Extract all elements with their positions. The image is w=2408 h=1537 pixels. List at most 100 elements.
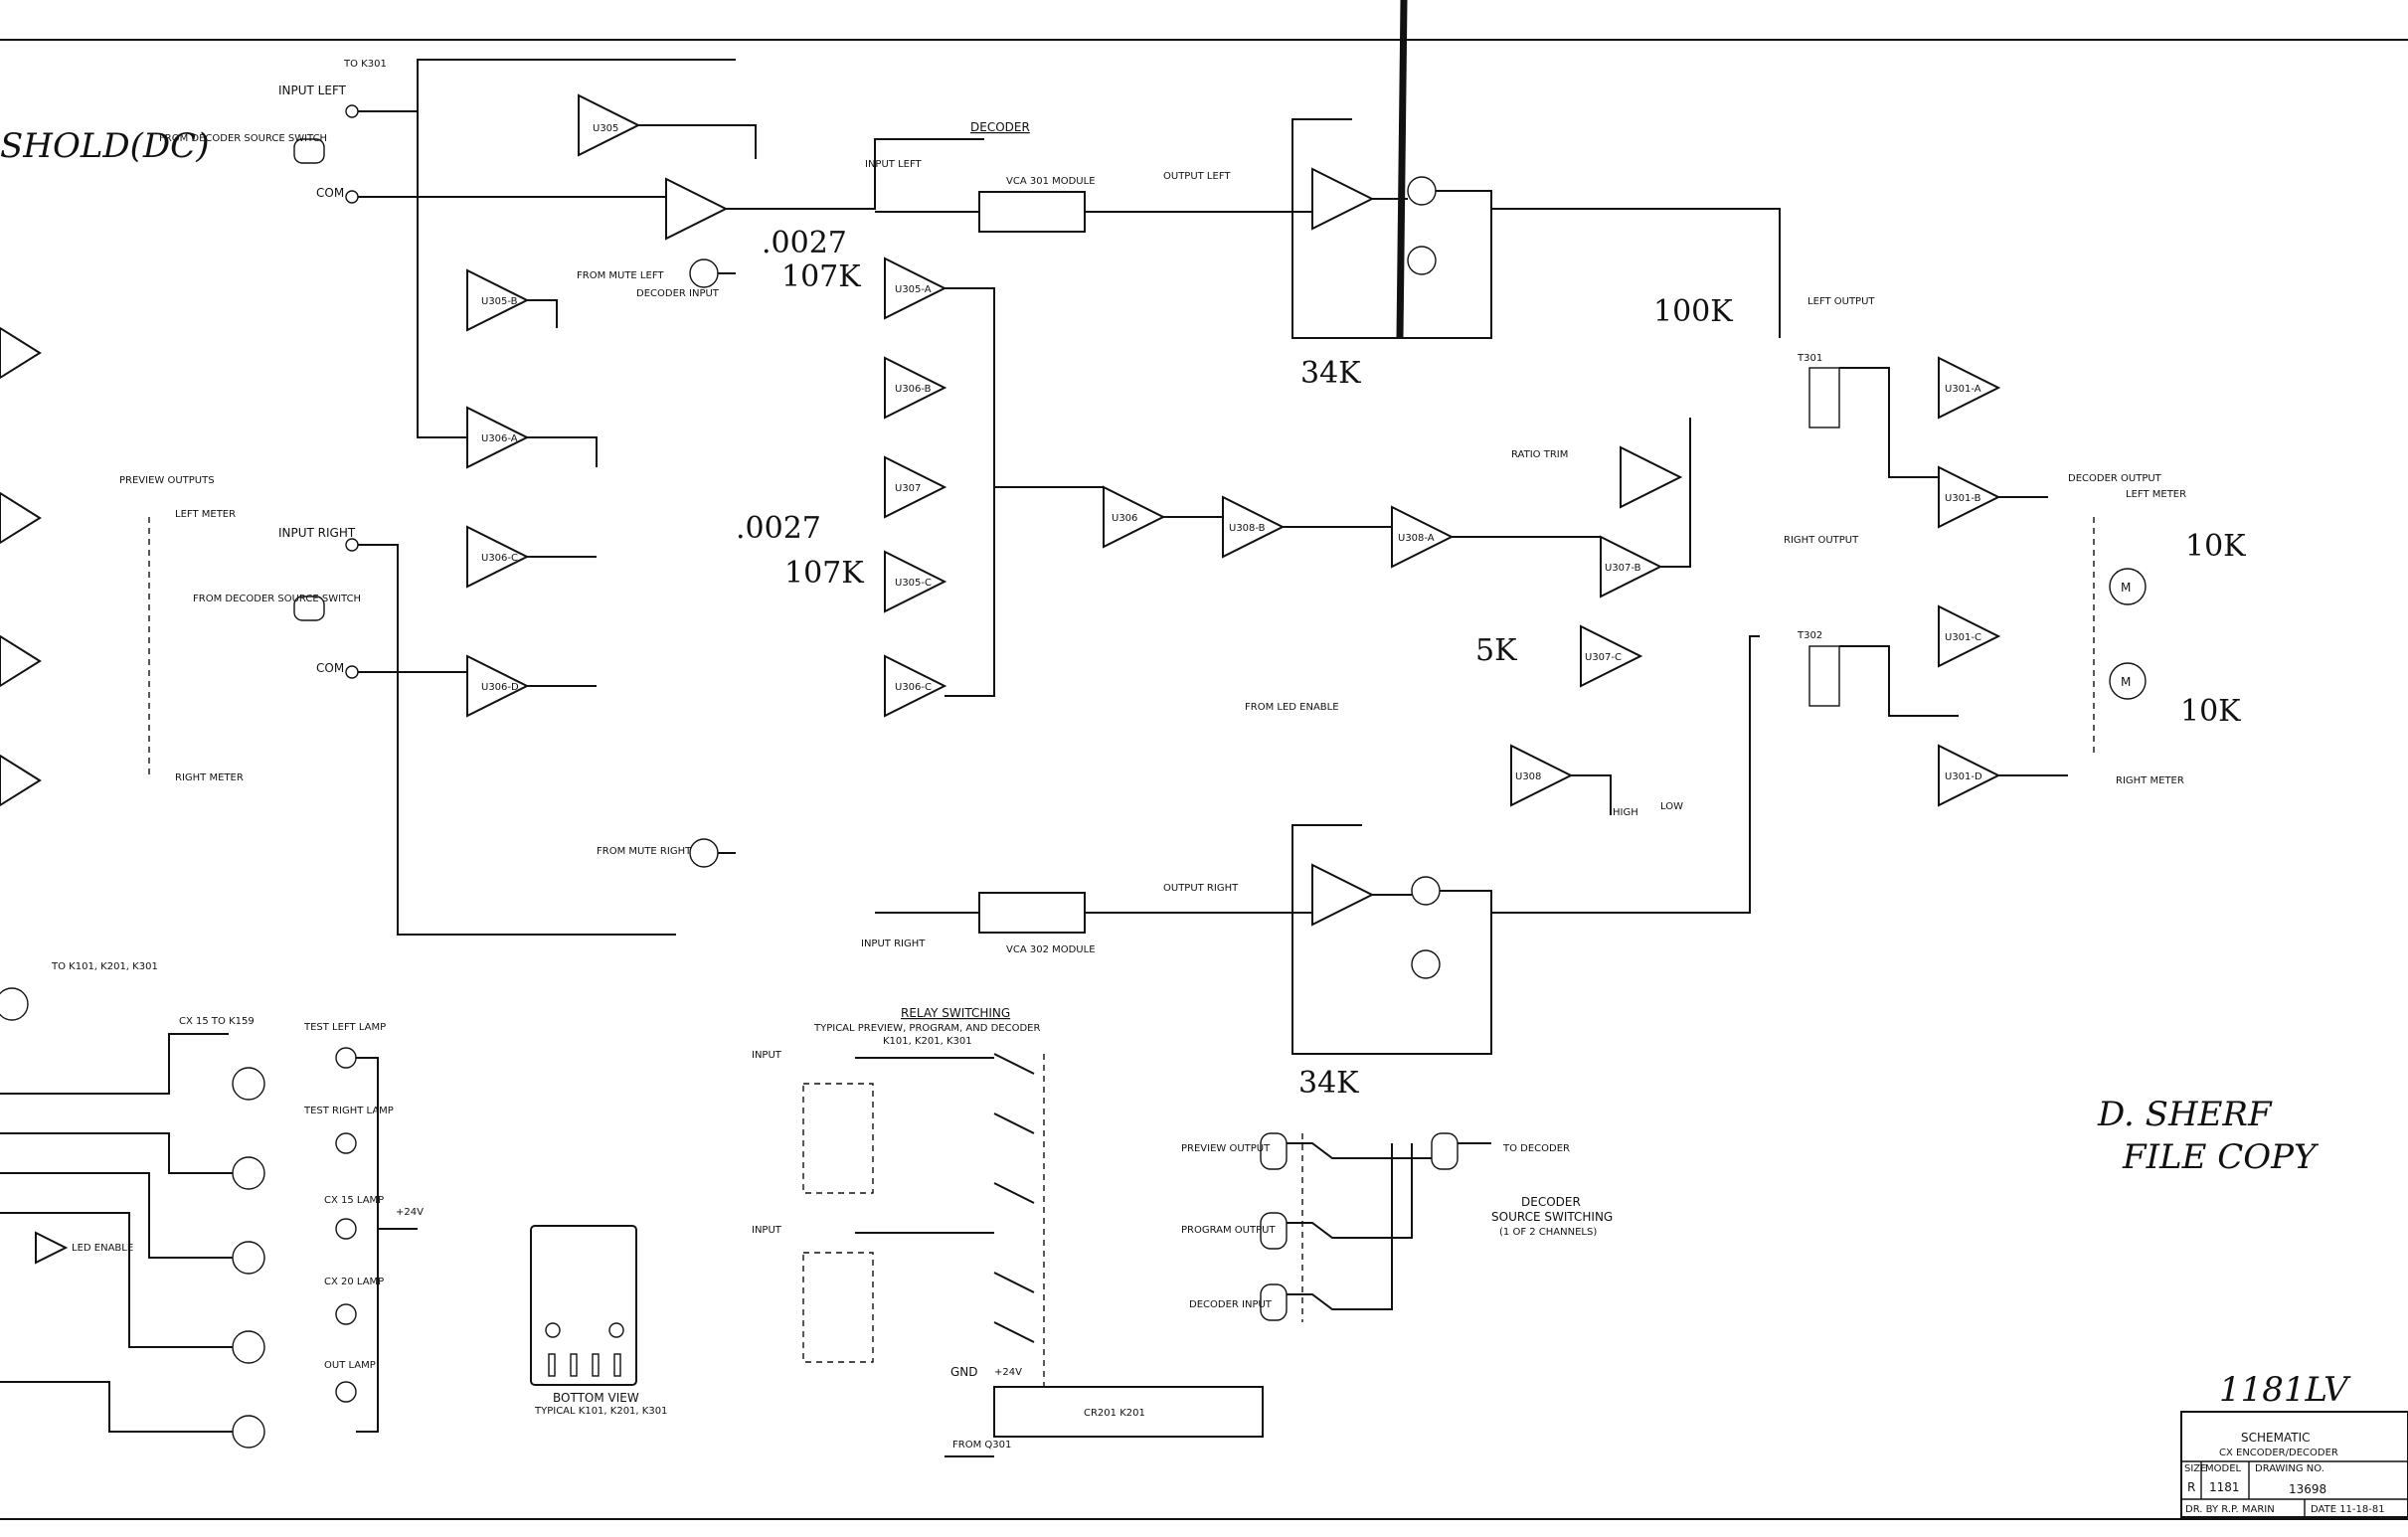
svg-text:INPUT RIGHT: INPUT RIGHT <box>861 939 926 949</box>
svg-text:U301-C: U301-C <box>1945 632 1981 643</box>
svg-text:U306-D: U306-D <box>481 682 519 693</box>
svg-text:LEFT METER: LEFT METER <box>2126 489 2186 500</box>
model-tag: 1181LV <box>2219 1370 2351 1410</box>
svg-text:U307-C: U307-C <box>1585 652 1622 663</box>
svg-text:COM: COM <box>316 661 344 675</box>
hand-5k: 5K <box>1475 633 1517 668</box>
svg-text:U301-A: U301-A <box>1945 384 1981 395</box>
svg-text:CX 20 LAMP: CX 20 LAMP <box>324 1277 384 1287</box>
svg-text:INPUT: INPUT <box>752 1050 782 1061</box>
svg-text:SCHEMATIC: SCHEMATIC <box>2241 1431 2310 1445</box>
relay-switching: INPUT INPUT GND +24V CR201 K201 FROM Q30… <box>752 1050 1264 1457</box>
svg-text:RATIO TRIM: RATIO TRIM <box>1511 449 1568 460</box>
relay-switching-heading: RELAY SWITCHING <box>901 1006 1010 1020</box>
svg-text:1181: 1181 <box>2209 1480 2240 1494</box>
hand-10k-bottom: 10K <box>2180 694 2241 729</box>
svg-text:M: M <box>2121 581 2131 595</box>
title-block: SCHEMATIC CX ENCODER/DECODER SIZE R MODE… <box>2180 1411 2408 1518</box>
svg-text:TO DECODER: TO DECODER <box>1502 1143 1570 1154</box>
bottom-view-heading: BOTTOM VIEW <box>553 1391 639 1405</box>
svg-text:DR. BY R.P. MARIN: DR. BY R.P. MARIN <box>2185 1504 2275 1515</box>
svg-text:U301-B: U301-B <box>1945 493 1981 504</box>
svg-text:13698: 13698 <box>2289 1482 2326 1496</box>
hand-cap-bottom: .0027 <box>736 511 821 546</box>
hand-34k-bottom: 34K <box>1298 1066 1359 1101</box>
svg-text:FROM Q301: FROM Q301 <box>952 1440 1011 1451</box>
svg-text:FROM LED ENABLE: FROM LED ENABLE <box>1245 702 1339 713</box>
svg-text:OUT LAMP: OUT LAMP <box>324 1360 376 1371</box>
svg-text:PREVIEW OUTPUT: PREVIEW OUTPUT <box>1181 1143 1271 1154</box>
svg-text:OUTPUT RIGHT: OUTPUT RIGHT <box>1163 883 1239 894</box>
lamp-drivers: TO K101, K201, K301 CX 15 TO K159 TEST L… <box>0 961 424 1449</box>
svg-text:U306: U306 <box>1112 513 1137 524</box>
svg-text:LEFT METER: LEFT METER <box>175 509 236 520</box>
mute-transistors: FROM MUTE LEFT FROM MUTE RIGHT <box>577 258 736 868</box>
svg-text:SIZE: SIZE <box>2184 1463 2206 1474</box>
preview-outputs: PREVIEW OUTPUTS LEFT METER RIGHT METER <box>0 326 244 807</box>
svg-text:U305-A: U305-A <box>895 284 932 295</box>
svg-text:U306-C: U306-C <box>895 682 932 693</box>
svg-text:CR201 K201: CR201 K201 <box>1084 1408 1145 1419</box>
svg-text:R: R <box>2187 1480 2195 1494</box>
svg-text:RIGHT OUTPUT: RIGHT OUTPUT <box>1784 535 1859 546</box>
svg-text:INPUT LEFT: INPUT LEFT <box>865 159 923 170</box>
threshold-note: SHOLD(DC) <box>0 126 209 166</box>
svg-text:CX 15 LAMP: CX 15 LAMP <box>324 1195 384 1206</box>
svg-text:DATE 11-18-81: DATE 11-18-81 <box>2311 1504 2385 1515</box>
svg-text:U305-C: U305-C <box>895 578 932 589</box>
relay-bottom-view <box>530 1225 637 1386</box>
transformers: T301 T302 LEFT OUTPUT RIGHT OUTPUT <box>1784 296 1959 717</box>
svg-text:FROM MUTE LEFT: FROM MUTE LEFT <box>577 270 664 281</box>
hand-100k: 100K <box>1653 294 1733 329</box>
svg-text:U307-B: U307-B <box>1605 563 1641 574</box>
signature-line1: D. SHERF <box>2097 1095 2273 1134</box>
svg-text:U306-B: U306-B <box>895 384 932 395</box>
svg-text:U308: U308 <box>1515 771 1541 782</box>
svg-text:HIGH: HIGH <box>1613 807 1638 818</box>
input-left-block: INPUT LEFT FROM DECODER SOURCE SWITCH CO… <box>159 59 736 438</box>
relay-sub2: K101, K201, K301 <box>883 1036 972 1047</box>
svg-text:U305-B: U305-B <box>481 296 518 307</box>
input-right-block: INPUT RIGHT FROM DECODER SOURCE SWITCH C… <box>193 526 676 936</box>
svg-text:INPUT LEFT: INPUT LEFT <box>278 84 347 97</box>
svg-text:FROM DECODER SOURCE SWITCH: FROM DECODER SOURCE SWITCH <box>159 133 327 144</box>
svg-text:VCA 301 MODULE: VCA 301 MODULE <box>1006 176 1096 187</box>
decoder-source-heading: DECODER <box>1521 1195 1581 1209</box>
decoder-opamps: U305-A U306-B U307 U305-C U306-C U306 U3… <box>884 256 1691 818</box>
svg-text:TEST LEFT LAMP: TEST LEFT LAMP <box>303 1022 386 1033</box>
hand-107k-bottom: 107K <box>784 556 864 591</box>
svg-text:DECODER INPUT: DECODER INPUT <box>1189 1299 1273 1310</box>
svg-text:T301: T301 <box>1797 353 1822 364</box>
decoder-source-heading3: (1 OF 2 CHANNELS) <box>1499 1227 1597 1238</box>
svg-text:DRAWING NO.: DRAWING NO. <box>2255 1463 2324 1474</box>
decoder-source-switching: PREVIEW OUTPUT PROGRAM OUTPUT DECODER IN… <box>1181 1132 1570 1322</box>
svg-text:+24V: +24V <box>994 1367 1022 1378</box>
svg-text:INPUT: INPUT <box>752 1225 782 1236</box>
svg-text:U301-D: U301-D <box>1945 771 1982 782</box>
svg-text:PREVIEW OUTPUTS: PREVIEW OUTPUTS <box>119 475 215 486</box>
hand-10k-top: 10K <box>2185 529 2246 564</box>
svg-text:T302: T302 <box>1797 630 1822 641</box>
svg-text:OUTPUT LEFT: OUTPUT LEFT <box>1163 171 1231 182</box>
decoder-heading: DECODER <box>970 120 1030 134</box>
svg-text:LEFT OUTPUT: LEFT OUTPUT <box>1807 296 1875 307</box>
svg-text:TO K301: TO K301 <box>343 59 387 70</box>
svg-text:DECODER OUTPUT: DECODER OUTPUT <box>2068 473 2162 484</box>
svg-text:U306-C: U306-C <box>481 553 518 564</box>
svg-text:TO K101, K201, K301: TO K101, K201, K301 <box>51 961 158 972</box>
svg-text:U308-A: U308-A <box>1398 533 1435 544</box>
svg-text:M: M <box>2121 675 2131 689</box>
output-driver-left <box>1133 118 1781 339</box>
svg-text:LED ENABLE: LED ENABLE <box>72 1243 133 1254</box>
hand-34k-top: 34K <box>1300 356 1361 391</box>
output-driver-right <box>1133 635 1760 1055</box>
svg-text:LOW: LOW <box>1660 801 1683 812</box>
svg-text:MODEL: MODEL <box>2205 1463 2242 1474</box>
vca-modules: VCA 301 MODULE VCA 302 MODULE OUTPUT LEF… <box>861 159 1239 955</box>
svg-text:U307: U307 <box>895 483 921 494</box>
svg-text:DECODER INPUT: DECODER INPUT <box>636 288 720 299</box>
svg-text:VCA 302 MODULE: VCA 302 MODULE <box>1006 944 1096 955</box>
svg-text:RIGHT METER: RIGHT METER <box>2116 775 2184 786</box>
svg-text:U306-A: U306-A <box>481 433 518 444</box>
